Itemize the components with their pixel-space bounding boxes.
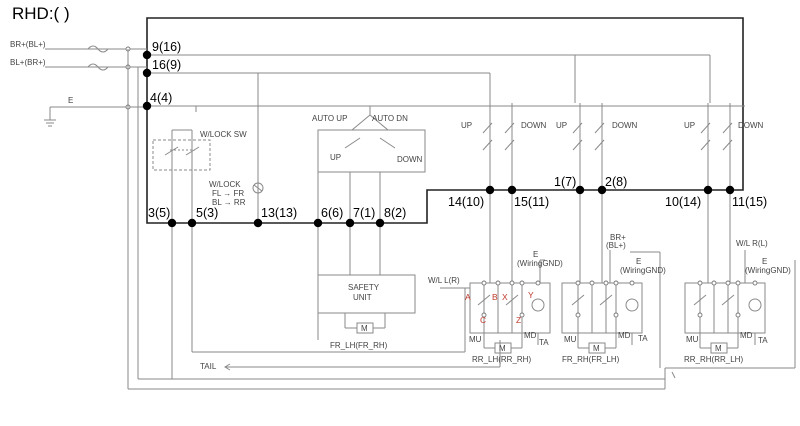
safety-label-1: SAFETY — [348, 283, 380, 292]
wl-lr-label: W/L L(R) — [428, 276, 460, 285]
tail-label: TAIL — [200, 362, 217, 371]
marker-x: X — [502, 292, 508, 302]
sub2-up-label: UP — [556, 121, 567, 130]
pin-13-13: 13(13) — [261, 206, 297, 220]
wlock-switch-box — [152, 139, 211, 171]
pin-dots — [142, 50, 735, 228]
pin-1-7: 1(7) — [554, 175, 576, 189]
marker-z: Z — [516, 315, 521, 325]
pin-4-4: 4(4) — [150, 91, 172, 105]
rear-left-module: M — [469, 280, 551, 354]
wlock-sw-label: W/LOCK SW — [200, 130, 247, 139]
rr-rh-ta-label: TA — [758, 336, 768, 345]
main-switch-symbol — [317, 114, 396, 340]
bl-plus-label: (BL+) — [606, 241, 626, 250]
pin-3-5: 3(5) — [148, 206, 170, 220]
sub3-down-label: DOWN — [738, 121, 764, 130]
fr-rh-name: FR_RH(FR_LH) — [562, 355, 620, 364]
marker-a: A — [465, 292, 471, 302]
rr-rh-mu-label: MU — [686, 335, 699, 344]
auto-up-label: AUTO UP — [312, 114, 347, 123]
wlock-switch-symbol — [164, 129, 200, 223]
marker-b: B — [492, 292, 498, 302]
rr-rh-gnd-label: (WiringGND) — [745, 266, 791, 275]
front-right-module: M — [561, 280, 643, 354]
pin-10-14: 10(14) — [665, 195, 701, 209]
fr-rh-ta-label: TA — [638, 334, 648, 343]
sub2-down-label: DOWN — [612, 121, 638, 130]
page-title: RHD:( ) — [12, 4, 70, 23]
fr-rh-gnd-label: (WiringGND) — [620, 266, 666, 275]
bl-rr-label: BL → RR — [212, 198, 246, 207]
pin-6-6: 6(6) — [321, 206, 343, 220]
return-wiring — [127, 49, 796, 390]
pin-15-11: 15(11) — [514, 195, 549, 209]
svg-text:M: M — [593, 344, 600, 353]
rr-lh-md-label: MD — [524, 331, 537, 340]
auto-dn-label: AUTO DN — [372, 114, 408, 123]
rr-lh-e-label: E — [533, 250, 538, 259]
svg-text:M: M — [361, 324, 368, 333]
fr-rh-mu-label: MU — [564, 335, 577, 344]
rr-rh-e-label: E — [762, 257, 767, 266]
rr-lh-mu-label: MU — [469, 335, 482, 344]
marker-c: C — [480, 315, 486, 325]
connector-outline — [146, 17, 744, 224]
front-motor-icon: M — [344, 313, 386, 334]
supply-label-br-bl: BR+(BL+) — [10, 40, 46, 49]
safety-unit-box — [317, 274, 416, 314]
fr-rh-e-label: E — [636, 257, 641, 266]
sub-switch-contacts — [482, 103, 733, 190]
wlock-label: W/LOCK — [209, 180, 241, 189]
rr-lh-ta-label: TA — [539, 338, 549, 347]
marker-y: Y — [528, 290, 534, 300]
rr-rh-name: RR_RH(RR_LH) — [684, 355, 743, 364]
supply-wiring — [44, 45, 147, 127]
rear-right-module: M — [684, 280, 766, 354]
pin-14-10: 14(10) — [448, 195, 484, 209]
internal-bus — [147, 54, 745, 223]
pin-8-2: 8(2) — [384, 206, 406, 220]
pin-16-9: 16(9) — [152, 58, 181, 72]
pin-2-8: 2(8) — [605, 175, 627, 189]
fr-rh-md-label: MD — [618, 331, 631, 340]
fl-fr-label: FL → FR — [212, 189, 244, 198]
pin-11-15: 11(15) — [732, 195, 767, 209]
wl-rl-label: W/L R(L) — [736, 239, 768, 248]
pin-7-1: 7(1) — [353, 206, 375, 220]
svg-text:M: M — [715, 344, 722, 353]
sub1-down-label: DOWN — [521, 121, 547, 130]
supply-label-bl-br: BL+(BR+) — [10, 58, 46, 67]
main-down-label: DOWN — [397, 155, 423, 164]
pin-9-16: 9(16) — [152, 40, 181, 54]
sub1-up-label: UP — [461, 121, 472, 130]
ground-label: E — [68, 96, 73, 105]
fr-lh-label: FR_LH(FR_RH) — [330, 341, 388, 350]
main-up-label: UP — [330, 153, 341, 162]
pin-5-3: 5(3) — [196, 206, 218, 220]
rr-lh-gnd-label: (WiringGND) — [517, 259, 563, 268]
rr-rh-md-label: MD — [740, 331, 753, 340]
sub3-up-label: UP — [684, 121, 695, 130]
lamp-icon — [252, 182, 264, 194]
main-switch-box — [317, 129, 426, 173]
svg-text:M: M — [499, 344, 506, 353]
safety-label-2: UNIT — [353, 293, 372, 302]
br-plus-label: BR+ — [610, 233, 626, 242]
module-feed-wiring — [171, 190, 746, 379]
rr-lh-name: RR_LH(RR_RH) — [472, 355, 531, 364]
